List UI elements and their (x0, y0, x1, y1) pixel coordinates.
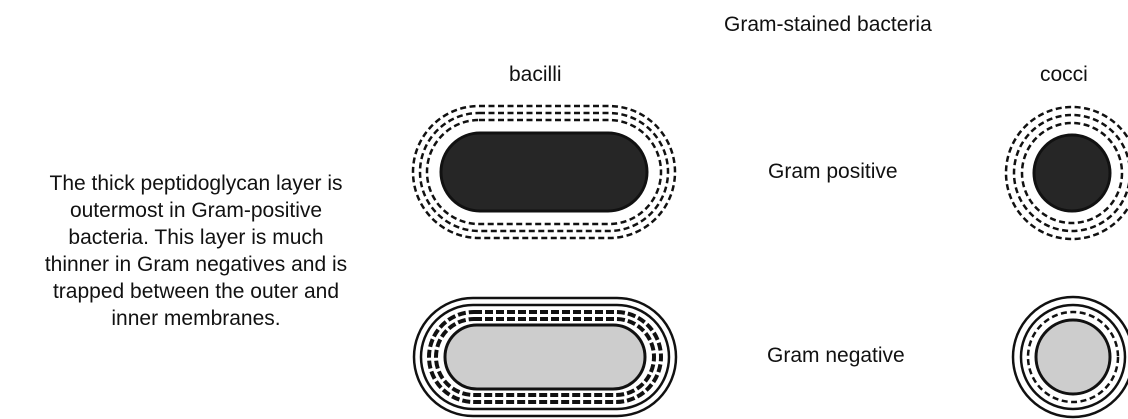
gram-negative-coccus (1013, 297, 1128, 417)
gram-positive-bacillus (413, 106, 675, 238)
gram-negative-cell-body (445, 325, 645, 389)
gram-positive-cell-body (1034, 135, 1110, 211)
gram-negative-cell-body (1036, 320, 1110, 394)
gram-negative-bacillus (414, 298, 676, 416)
gram-positive-cell-body (441, 133, 647, 211)
gram-positive-coccus (1006, 107, 1128, 239)
